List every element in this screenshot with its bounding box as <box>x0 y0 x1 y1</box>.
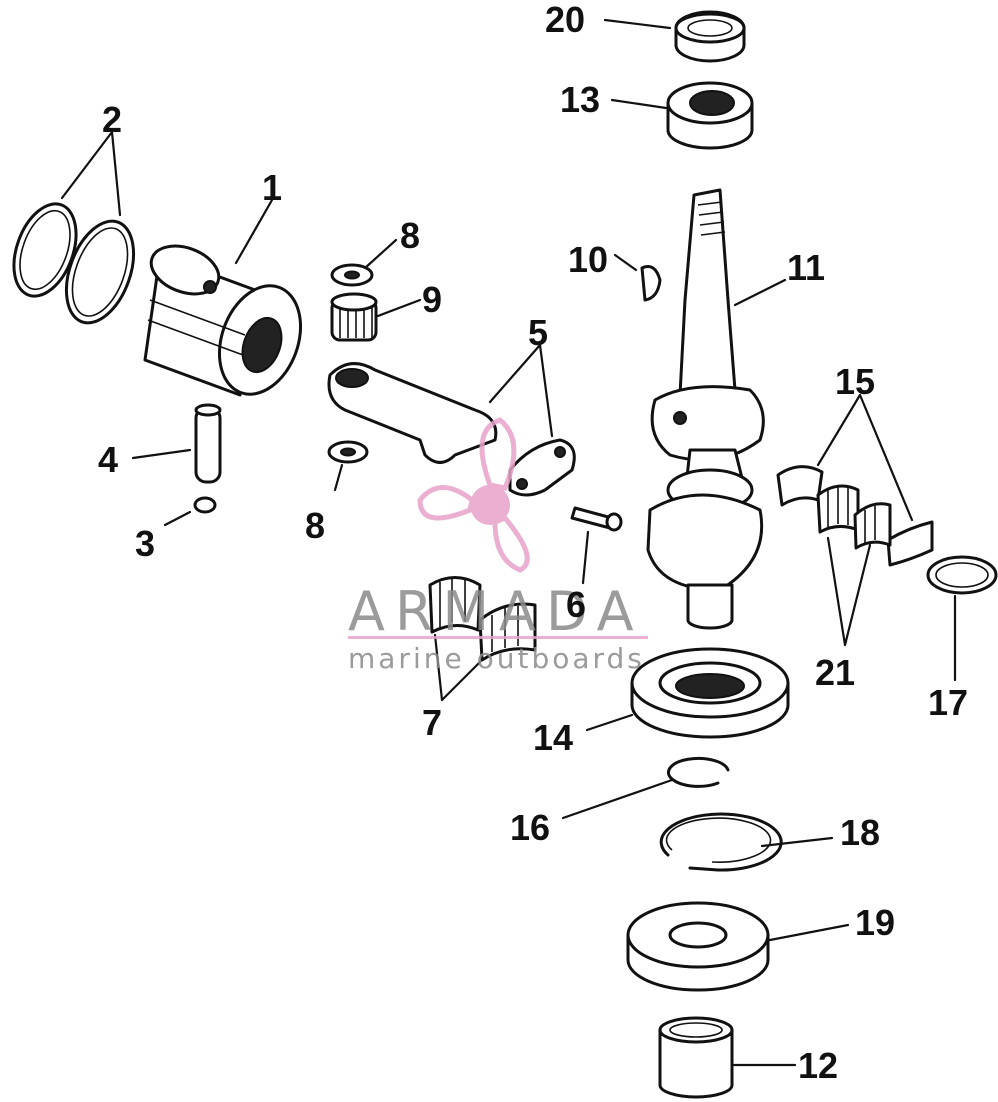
part-11-crankshaft <box>646 188 765 630</box>
leader-lines <box>60 18 957 1067</box>
watermark-brand: ARMADA <box>348 580 644 643</box>
callout-17: 17 <box>928 682 968 723</box>
part-5-connecting-rod <box>327 362 576 497</box>
callout-14: 14 <box>533 717 573 758</box>
part-3-retaining-ring <box>193 496 217 514</box>
callout-1: 1 <box>262 167 282 208</box>
watermark-divider <box>348 636 648 639</box>
callout-8-lower: 8 <box>305 505 325 546</box>
callout-10: 10 <box>568 239 608 280</box>
callout-8-upper: 8 <box>400 215 420 256</box>
callout-numbers: 20 13 2 1 8 9 10 11 5 15 4 3 8 6 21 17 7… <box>98 0 968 1086</box>
callout-20: 20 <box>545 0 585 40</box>
part-12-sleeve <box>658 1016 734 1099</box>
part-8-lower-washer <box>327 440 369 464</box>
part-19-spacer <box>626 901 770 992</box>
part-15-race-halves <box>776 465 934 567</box>
part-14-ball-bearing <box>630 647 790 739</box>
callout-18: 18 <box>840 812 880 853</box>
part-16-retaining-ring <box>666 756 730 788</box>
callout-13: 13 <box>560 79 600 120</box>
part-6-screw <box>570 506 623 532</box>
callout-16: 16 <box>510 807 550 848</box>
callout-11: 11 <box>787 247 825 288</box>
callout-21: 21 <box>815 652 855 693</box>
callout-4: 4 <box>98 439 118 480</box>
part-10-woodruff-key <box>640 265 662 302</box>
callout-12: 12 <box>798 1045 838 1086</box>
part-9-needle-bearing <box>330 292 378 342</box>
watermark: ARMADA marine outboards <box>348 417 648 675</box>
callout-3: 3 <box>135 523 155 564</box>
callout-6: 6 <box>566 584 586 625</box>
part-20-seal <box>674 10 746 63</box>
propeller-icon <box>417 417 530 573</box>
callout-7: 7 <box>422 702 442 743</box>
part-18-retaining-ring <box>659 812 783 872</box>
callout-9: 9 <box>422 279 442 320</box>
part-21-roller-bearings <box>816 484 892 550</box>
part-1-piston <box>143 244 303 397</box>
part-17-ring <box>926 555 998 595</box>
part-7-rod-bearing-halves <box>428 576 537 662</box>
part-4-piston-pin <box>194 403 222 484</box>
part-13-upper-bearing <box>666 81 754 150</box>
callout-15: 15 <box>835 361 875 402</box>
part-8-upper-washer <box>330 263 374 287</box>
callout-5: 5 <box>528 312 548 353</box>
callout-2: 2 <box>102 99 122 140</box>
callout-19: 19 <box>855 902 895 943</box>
part-2-piston-rings <box>12 202 136 325</box>
watermark-tagline: marine outboards <box>348 642 645 675</box>
